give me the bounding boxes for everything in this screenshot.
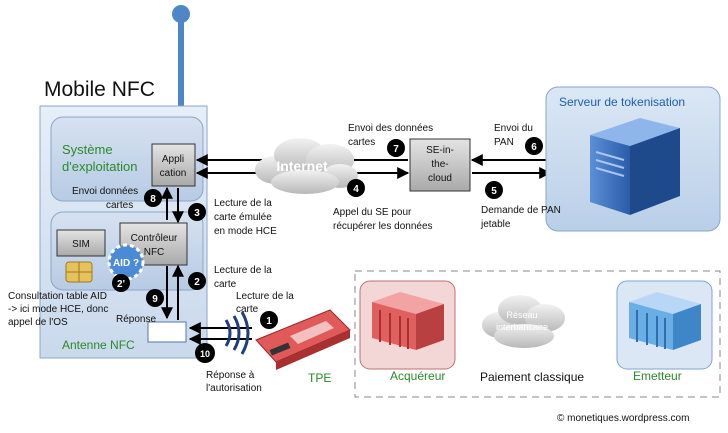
se-cloud-line3: cloud (428, 173, 452, 184)
mobile-title: Mobile NFC (44, 78, 155, 101)
step-badge-3: 3 (188, 203, 206, 221)
tpe-terminal-icon (255, 309, 351, 370)
step-6-caption-line2: PAN (494, 137, 514, 148)
step-2-caption-line2: carte (214, 279, 237, 290)
step-badge-4: 4 (347, 179, 365, 197)
step-badge-1: 1 (260, 311, 278, 329)
step-3-caption-line3: en mode HCE (214, 226, 277, 237)
svg-text:1: 1 (266, 316, 272, 327)
issuer-label: Emetteur (633, 369, 682, 383)
aid-label: AID ? (113, 258, 139, 269)
server-tower-icon (590, 118, 680, 215)
svg-text:2: 2 (194, 277, 200, 288)
nfc-controller-line1: Contrôleur (131, 233, 178, 244)
step-7-caption-line1: Envoi des données (348, 123, 433, 134)
svg-text:7: 7 (393, 144, 399, 155)
svg-text:9: 9 (152, 294, 158, 305)
step-badge-10: 10 (195, 343, 215, 363)
step-8-caption-line2: cartes (106, 200, 133, 211)
step-badge-2: 2 (188, 272, 206, 290)
step-1-caption-line2: carte (236, 304, 259, 315)
step-2-caption-line1: Lecture de la (214, 265, 272, 276)
step-2p-caption-line3: appel de l'OS (8, 317, 68, 328)
os-label-line2: d'exploitation (62, 159, 137, 174)
sim-chip-icon (65, 261, 93, 283)
step-5-caption-line1: Demande de PAN (481, 205, 561, 216)
step-10-caption-line2: l'autorisation (206, 383, 262, 394)
svg-text:8: 8 (150, 194, 156, 205)
interbank-network-cloud (482, 295, 565, 348)
step-7-caption-line2: cartes (348, 137, 375, 148)
step-5-caption-line2: jetable (480, 219, 511, 230)
step-3-caption-line1: Lecture de la (214, 198, 272, 209)
nfc-controller-line2: NFC (144, 247, 165, 258)
application-box (151, 143, 196, 187)
interbank-line2: interbancaire (496, 322, 548, 332)
acquirer-bank-icon (372, 292, 444, 350)
step-3-caption-line2: carte émulée (214, 212, 272, 223)
se-cloud-line1: SE-in- (426, 145, 454, 156)
phone-antenna (172, 5, 190, 106)
issuer-bank-icon (629, 292, 701, 350)
step-6-caption-line1: Envoi du (494, 123, 533, 134)
svg-text:6: 6 (531, 142, 537, 153)
tpe-label: TPE (308, 371, 331, 385)
step-9-caption: Réponse (116, 314, 156, 325)
se-in-the-cloud-box (409, 138, 471, 192)
internet-label: Internet (276, 158, 328, 174)
interbank-line1: Réseau (506, 310, 537, 320)
nfc-wave-icon (224, 311, 250, 355)
aid-gear-icon (107, 243, 145, 281)
step-badge-5: 5 (485, 181, 503, 199)
step-1-caption-line1: Lecture de la (236, 291, 294, 302)
step-badge-7: 7 (387, 139, 405, 157)
antenna-label: Antenne NFC (62, 338, 135, 352)
step-badge-2-prime: 2' (112, 274, 130, 292)
token-server-label: Serveur de tokenisation (559, 95, 685, 109)
application-label-line1: Appli (162, 154, 184, 165)
copyright: © monetiques.wordpress.com (557, 413, 689, 424)
os-label-line1: Système (62, 142, 113, 157)
svg-text:3: 3 (194, 208, 200, 219)
svg-text:10: 10 (200, 349, 210, 359)
sim-box (56, 229, 106, 257)
antenna-module (147, 321, 187, 343)
step-badge-9: 9 (146, 289, 164, 307)
svg-text:2': 2' (117, 279, 125, 290)
step-4-caption-line1: Appel du SE pour (333, 207, 412, 218)
classic-payment-label: Paiement classique (480, 370, 584, 384)
step-4-caption-line2: récupérer les données (333, 221, 433, 232)
svg-text:4: 4 (353, 184, 359, 195)
internet-cloud (255, 138, 358, 194)
application-label-line2: cation (160, 168, 187, 179)
sim-label: SIM (72, 239, 90, 250)
se-cloud-line2: the- (431, 159, 448, 170)
svg-text:5: 5 (491, 186, 497, 197)
step-2p-caption-line2: -> ici mode HCE, donc (8, 304, 108, 315)
step-10-caption-line1: Réponse à (206, 370, 255, 381)
step-badge-6: 6 (525, 137, 543, 155)
step-badge-8: 8 (144, 189, 162, 207)
step-8-caption-line1: Envoi données (72, 186, 138, 197)
step-2p-caption-line1: Consultation table AID (8, 291, 107, 302)
acquirer-label: Acquéreur (390, 369, 445, 383)
